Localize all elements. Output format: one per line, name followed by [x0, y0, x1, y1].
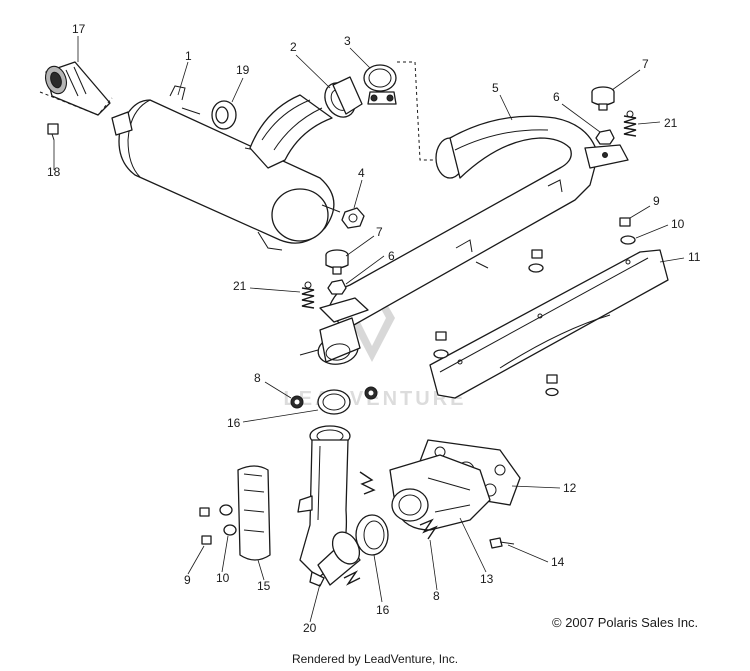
- copyright-text: © 2007 Polaris Sales Inc.: [552, 615, 699, 630]
- part-17-spark-arrestor: [39, 61, 113, 116]
- callout-20: 20: [303, 621, 317, 635]
- part-9-bolts-bracket: [199, 507, 212, 545]
- callout-8-lower: 8: [433, 589, 440, 603]
- part-11-heat-shield: [429, 249, 669, 399]
- part-8-nuts-upper: [290, 386, 378, 409]
- callout-12: 12: [563, 481, 577, 495]
- routing-dash: [397, 61, 442, 161]
- callout-15: 15: [257, 579, 271, 593]
- callout-10-lower: 10: [216, 571, 230, 585]
- part-3-clamp: [363, 64, 397, 105]
- part-18-bolt: [47, 123, 59, 141]
- part-6-nut-lower: [327, 279, 347, 295]
- part-7-bumper-upper: [591, 86, 615, 111]
- callout-11: 11: [688, 250, 701, 264]
- part-10-washers-shield: [433, 235, 636, 397]
- callout-17: 17: [72, 22, 86, 36]
- callout-5: 5: [492, 81, 499, 95]
- callout-labels: 17 1 2 3 19 7 5 6 21 18 4 7 6 9 10 11 21…: [47, 22, 701, 635]
- part-8-spring-manifold: [419, 518, 438, 540]
- part-1-muffler: [111, 85, 341, 251]
- part-13-exhaust-manifold: [389, 454, 491, 531]
- callout-6-lower: 6: [388, 249, 395, 263]
- part-16-gasket-lower: [355, 514, 389, 556]
- part-14-stud: [489, 537, 515, 549]
- callout-7-lower: 7: [376, 225, 383, 239]
- footer-credit: Rendered by LeadVenture, Inc.: [291, 652, 459, 666]
- callout-21-lower: 21: [233, 279, 247, 293]
- callout-16-upper: 16: [227, 416, 241, 430]
- part-15-bracket: [237, 465, 271, 561]
- callout-3: 3: [344, 34, 351, 48]
- leader-lines: [53, 36, 685, 623]
- part-7-bumper-lower: [325, 249, 349, 275]
- callout-18: 18: [47, 165, 61, 179]
- callout-2: 2: [290, 40, 297, 54]
- callout-7-upper: 7: [642, 57, 649, 71]
- callout-19: 19: [236, 63, 250, 77]
- part-4-nut: [341, 207, 365, 229]
- part-10-washers-bracket: [219, 504, 237, 536]
- callout-14: 14: [551, 555, 565, 569]
- part-21-spring-lower: [301, 281, 315, 309]
- part-21-spring-upper: [623, 110, 637, 137]
- callout-8-upper: 8: [254, 371, 261, 385]
- part-8-spring-bottom: [343, 570, 361, 586]
- part-19-grommet: [211, 100, 237, 130]
- callout-1: 1: [185, 49, 192, 63]
- part-9-bolts-shield: [435, 217, 631, 384]
- part-6-nut-upper: [595, 129, 615, 145]
- part-21-spring-mid: [359, 471, 376, 495]
- part-16-gasket-upper: [317, 389, 351, 415]
- callout-9-lower: 9: [184, 573, 191, 587]
- callout-21-upper: 21: [664, 116, 678, 130]
- callout-16-lower: 16: [376, 603, 390, 617]
- part-20-down-pipe: [297, 425, 361, 587]
- part-2-coupler: [249, 76, 363, 169]
- part-5-head-pipe: [299, 115, 629, 365]
- callout-10-upper: 10: [671, 217, 685, 231]
- callout-4: 4: [358, 166, 365, 180]
- callout-13: 13: [480, 572, 494, 586]
- callout-9-upper: 9: [653, 194, 660, 208]
- callout-6-upper: 6: [553, 90, 560, 104]
